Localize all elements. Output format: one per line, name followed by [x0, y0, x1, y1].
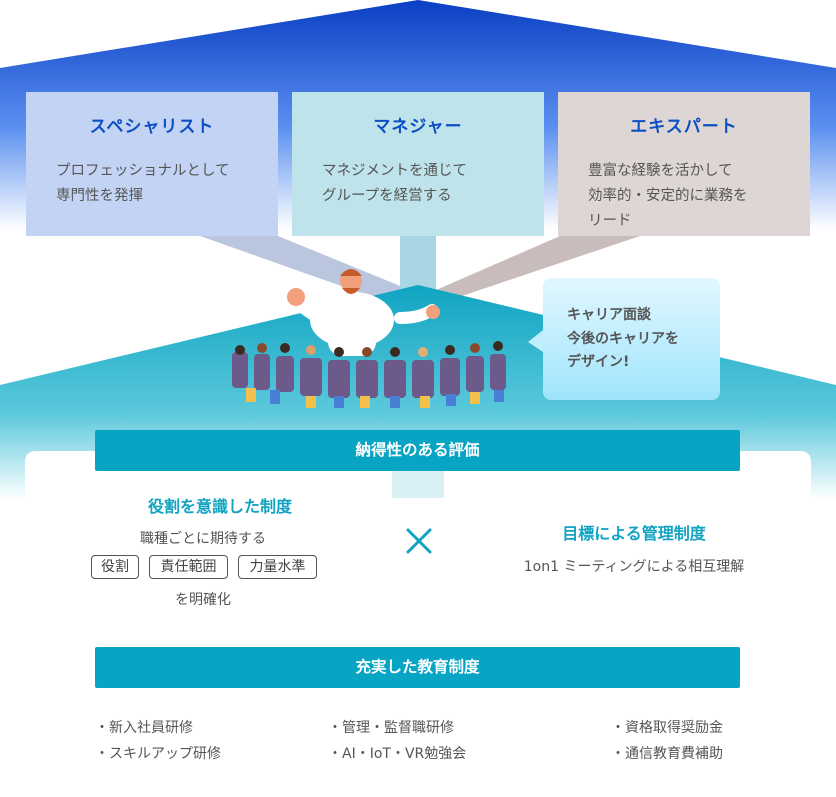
funnel-right	[436, 236, 640, 300]
card-title: スペシャリスト	[89, 117, 215, 137]
education-list-1: ・新入社員研修 ・スキルアップ研修	[95, 716, 221, 767]
tag-responsibility: 責任範囲	[149, 555, 228, 579]
objective-system-text: 1on1 ミーティングによる相互理解	[523, 559, 745, 575]
career-card-specialist: スペシャリスト プロフェッショナルとして 専門性を発揮	[26, 92, 278, 236]
education-list-3: ・資格取得奨励金 ・通信教育費補助	[611, 716, 723, 767]
card-title: エキスパート	[630, 117, 738, 137]
card-desc-line: マネジメントを通じて	[322, 163, 467, 179]
career-card-expert: エキスパート 豊富な経験を活かして 効率的・安定的に業務を リード	[558, 92, 810, 236]
objective-system-title: 目標による管理制度	[562, 524, 706, 543]
card-desc-line: 効率的・安定的に業務を	[588, 188, 748, 204]
list-item: ・AI・IoT・VR勉強会	[328, 745, 467, 762]
meeting-illustration	[232, 269, 506, 408]
role-system-title: 役割を意識した制度	[147, 497, 292, 516]
list-item: ・通信教育費補助	[611, 745, 723, 762]
funnel-center	[400, 236, 436, 300]
card-desc-line: 専門性を発揮	[56, 188, 143, 204]
bubble-line: デザイン!	[567, 354, 630, 370]
role-system-line1: 職種ごとに期待する	[140, 531, 266, 547]
evaluation-bar: 納得性のある評価	[95, 430, 740, 471]
card-desc-line: グループを経営する	[322, 188, 452, 204]
lower-panel	[25, 451, 811, 651]
tag-competency: 力量水準	[238, 555, 317, 579]
card-desc-line: プロフェッショナルとして	[56, 163, 230, 179]
list-item: ・管理・監督職研修	[328, 720, 454, 736]
card-desc: プロフェッショナルとして 専門性を発揮	[56, 159, 248, 209]
card-desc-line: 豊富な経験を活かして	[588, 163, 733, 179]
bubble-tail	[528, 330, 543, 352]
lower-panel-notch	[392, 470, 444, 498]
role-system-line2: を明確化	[175, 592, 231, 608]
bubble-line: 今後のキャリアを	[567, 330, 679, 347]
card-desc: 豊富な経験を活かして 効率的・安定的に業務を リード	[588, 159, 780, 234]
card-desc-line: リード	[588, 213, 632, 229]
career-interview-bubble: キャリア面談 今後のキャリアを デザイン!	[543, 278, 720, 400]
education-bar: 充実した教育制度	[95, 647, 740, 688]
bubble-line: キャリア面談	[567, 307, 651, 323]
career-card-manager: マネジャー マネジメントを通じて グループを経営する	[292, 92, 544, 236]
list-item: ・資格取得奨励金	[611, 720, 723, 736]
cross-icon	[406, 528, 432, 554]
tag-role: 役割	[91, 555, 139, 579]
education-list-2: ・管理・監督職研修 ・AI・IoT・VR勉強会	[328, 716, 466, 767]
card-desc: マネジメントを通じて グループを経営する	[322, 159, 514, 209]
list-item: ・新入社員研修	[95, 720, 193, 736]
list-item: ・スキルアップ研修	[95, 745, 221, 762]
card-title: マネジャー	[373, 117, 463, 137]
